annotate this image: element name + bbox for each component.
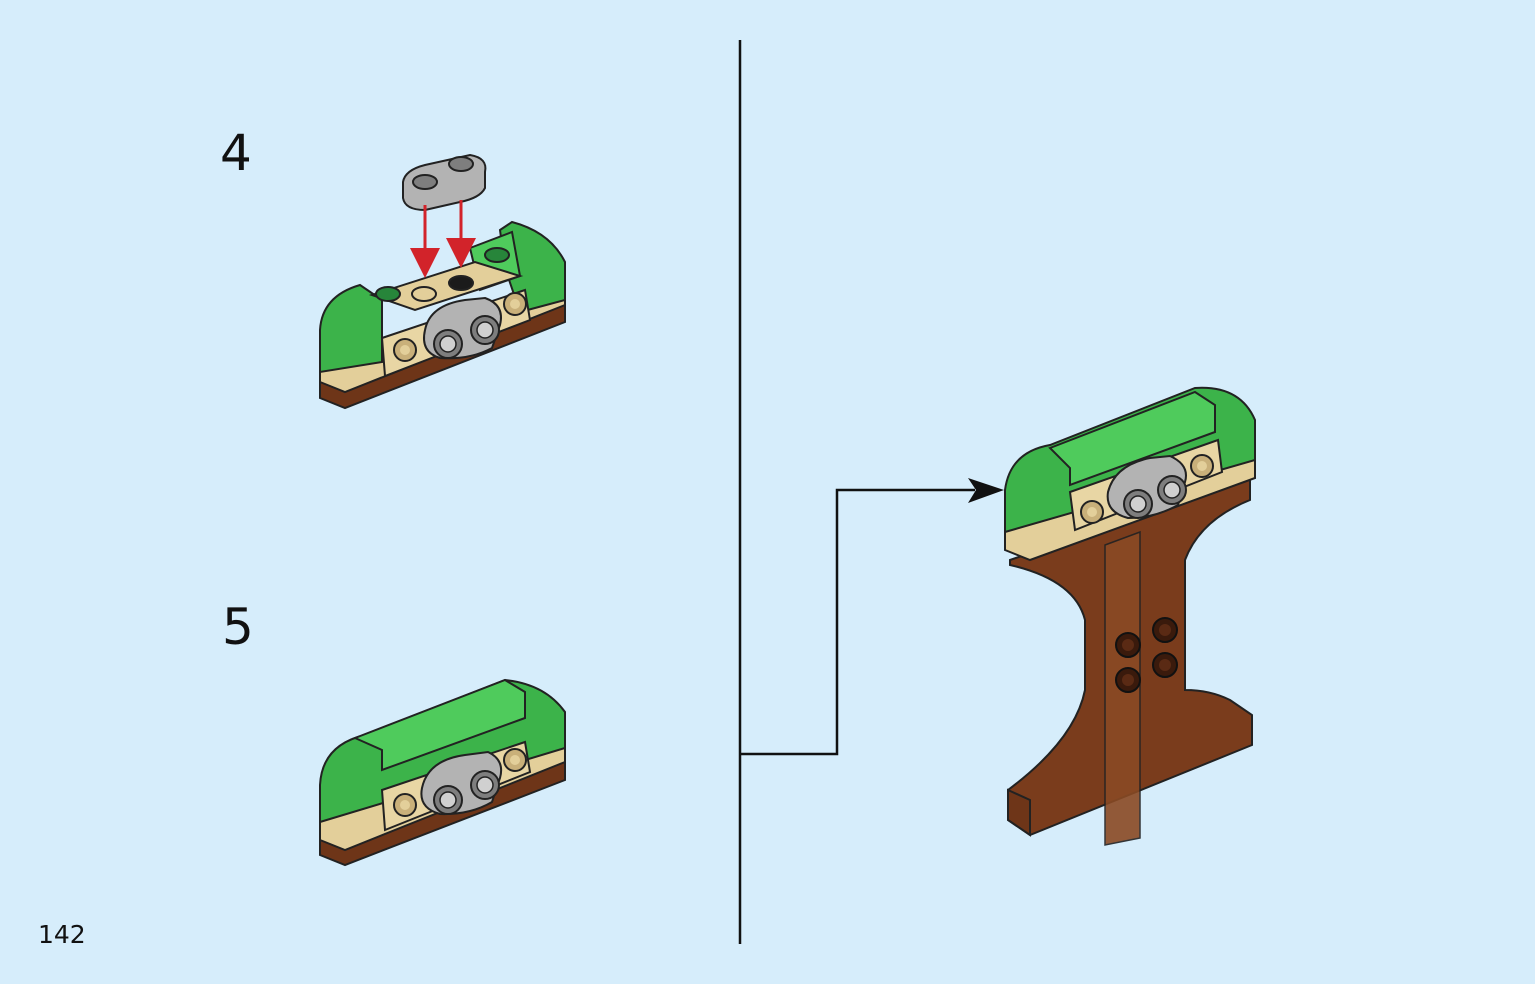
- step-4-assembly: [319, 153, 566, 410]
- step-number-4: 4: [220, 124, 252, 182]
- callout-assembly: [1004, 386, 1256, 846]
- callout-connector: [740, 478, 1004, 756]
- callout-arrow-icon: [968, 478, 1004, 503]
- page-number: 142: [38, 920, 86, 949]
- step-5-assembly: [319, 678, 566, 867]
- step-number-5: 5: [222, 598, 254, 656]
